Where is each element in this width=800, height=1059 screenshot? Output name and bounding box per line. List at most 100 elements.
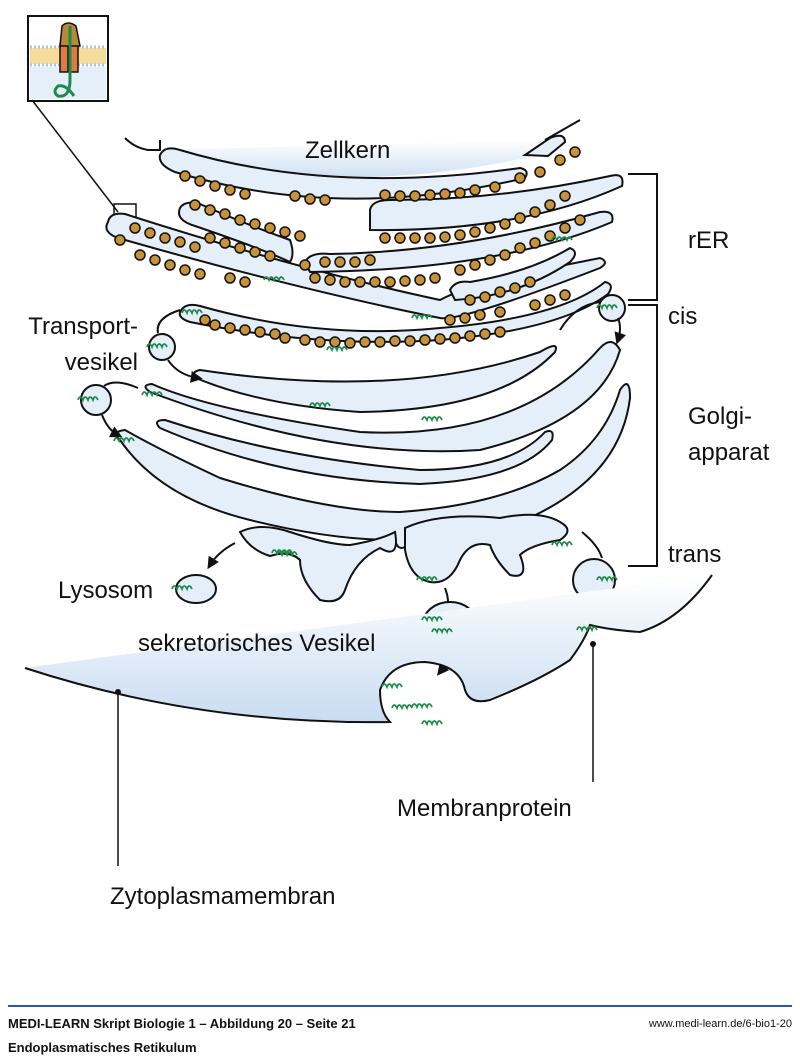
ribosome-icon <box>384 276 396 288</box>
ribosome-icon <box>464 294 476 306</box>
protein-coil-icon <box>551 541 573 548</box>
ribosome-icon <box>209 180 221 192</box>
ribosome-icon <box>409 190 421 202</box>
ribosome-icon <box>234 214 246 226</box>
rer-bracket <box>628 173 658 301</box>
ribosome-icon <box>299 259 311 271</box>
protein-coil-icon <box>411 703 433 710</box>
ribosome-icon <box>129 222 141 234</box>
ribosome-icon <box>204 232 216 244</box>
ribosome-icon <box>544 199 556 211</box>
footer-url: www.medi-learn.de/6-bio1-20 <box>648 1018 792 1030</box>
ribosome-icon <box>334 256 346 268</box>
ribosome-icon <box>224 184 236 196</box>
ribosome-icon <box>559 190 571 202</box>
golgi-bracket <box>628 304 658 567</box>
ribosome-icon <box>469 226 481 238</box>
ribosome-icon <box>464 330 476 342</box>
ribosome-icon <box>454 264 466 276</box>
ribosome-icon <box>514 172 526 184</box>
footer-title: MEDI-LEARN Skript Biologie 1 – Abbildung… <box>8 1016 356 1031</box>
ribosome-icon <box>194 268 206 280</box>
cell-membrane <box>24 574 713 724</box>
protein-coil-icon <box>596 304 618 311</box>
label-lysosome: Lysosom <box>58 577 153 604</box>
ribosome-icon <box>359 336 371 348</box>
protein-coil-icon <box>421 416 443 423</box>
translocon-channel-left <box>59 43 69 73</box>
ribosome-icon <box>494 326 506 338</box>
ribosome-icon <box>474 309 486 321</box>
protein-coil-icon <box>416 576 438 583</box>
ribosome-icon <box>299 334 311 346</box>
protein-coil-icon <box>263 276 285 283</box>
label-cis: cis <box>668 303 697 330</box>
trans-golgi-network-right <box>404 513 569 584</box>
protein-coil-icon <box>146 343 168 350</box>
protein-coil-icon <box>421 616 443 623</box>
label-nucleus: Zellkern <box>305 137 390 164</box>
ribosome-icon <box>449 332 461 344</box>
protein-coil-icon <box>309 402 331 409</box>
protein-coil-icon <box>391 704 413 711</box>
ribosome-icon <box>439 188 451 200</box>
ribosome-icon <box>439 231 451 243</box>
protein-coil-icon <box>171 585 193 592</box>
ribosome-icon <box>174 236 186 248</box>
ribosome-icon <box>279 226 291 238</box>
ribosome-icon <box>524 276 536 288</box>
ribosome-icon <box>219 208 231 220</box>
protein-coil-icon <box>326 346 348 353</box>
ribosome-icon <box>339 276 351 288</box>
ribosome-icon <box>204 204 216 216</box>
ribosome-icon <box>189 199 201 211</box>
ribosome-icon <box>134 249 146 261</box>
ribosome-icon <box>289 190 301 202</box>
ribosome-icon <box>389 335 401 347</box>
ribosome-icon <box>454 229 466 241</box>
ribosome-icon <box>429 272 441 284</box>
brackets <box>628 173 658 567</box>
ribosome-icon <box>309 272 321 284</box>
ribosomes <box>114 146 586 349</box>
protein-coil-icon <box>381 683 403 690</box>
ribosome-icon <box>344 337 356 349</box>
ribosome-icon <box>264 250 276 262</box>
ribosome-icon <box>534 166 546 178</box>
ribosome-icon <box>374 336 386 348</box>
plasma-membrane <box>24 574 713 866</box>
ribosome-icon <box>499 249 511 261</box>
golgi-cisterna-2 <box>144 341 622 453</box>
ribosome-icon <box>279 332 291 344</box>
ribosome-icon <box>114 234 126 246</box>
ribosome-icon <box>569 146 581 158</box>
golgi-cisterna-3 <box>155 418 554 486</box>
ribosome-icon <box>529 299 541 311</box>
ribosome-icon <box>319 256 331 268</box>
ribosome-icon <box>294 230 306 242</box>
ribosome-icon <box>354 276 366 288</box>
ribosome-icon <box>189 241 201 253</box>
ribosome-icon <box>494 306 506 318</box>
ribosome-icon <box>399 275 411 287</box>
ribosome-icon <box>234 242 246 254</box>
ribosome-icon <box>444 314 456 326</box>
nuclear-envelope <box>158 147 528 200</box>
ribosome-icon <box>209 319 221 331</box>
footer-subtitle: Endoplasmatisches Retikulum <box>8 1040 197 1055</box>
ribosome-icon <box>499 218 511 230</box>
ribosome-icon <box>514 242 526 254</box>
ribosome-icon <box>419 334 431 346</box>
label-transport-2: vesikel <box>65 349 138 376</box>
ribosome-icon <box>484 254 496 266</box>
ribosome-icon <box>329 336 341 348</box>
ribosome-icon <box>489 181 501 193</box>
nucleus-and-rer <box>105 119 624 349</box>
label-secretory-vesicle: sekretorisches Vesikel <box>138 630 375 657</box>
ribosome-icon <box>314 336 326 348</box>
ribosome-icon <box>544 230 556 242</box>
er-golgi-diagram: Zellkern rER cis Golgi- apparat trans Tr… <box>24 15 770 910</box>
ribosome-icon <box>239 276 251 288</box>
protein-coil-icon <box>181 309 203 316</box>
inset-pointer-line <box>31 99 119 213</box>
